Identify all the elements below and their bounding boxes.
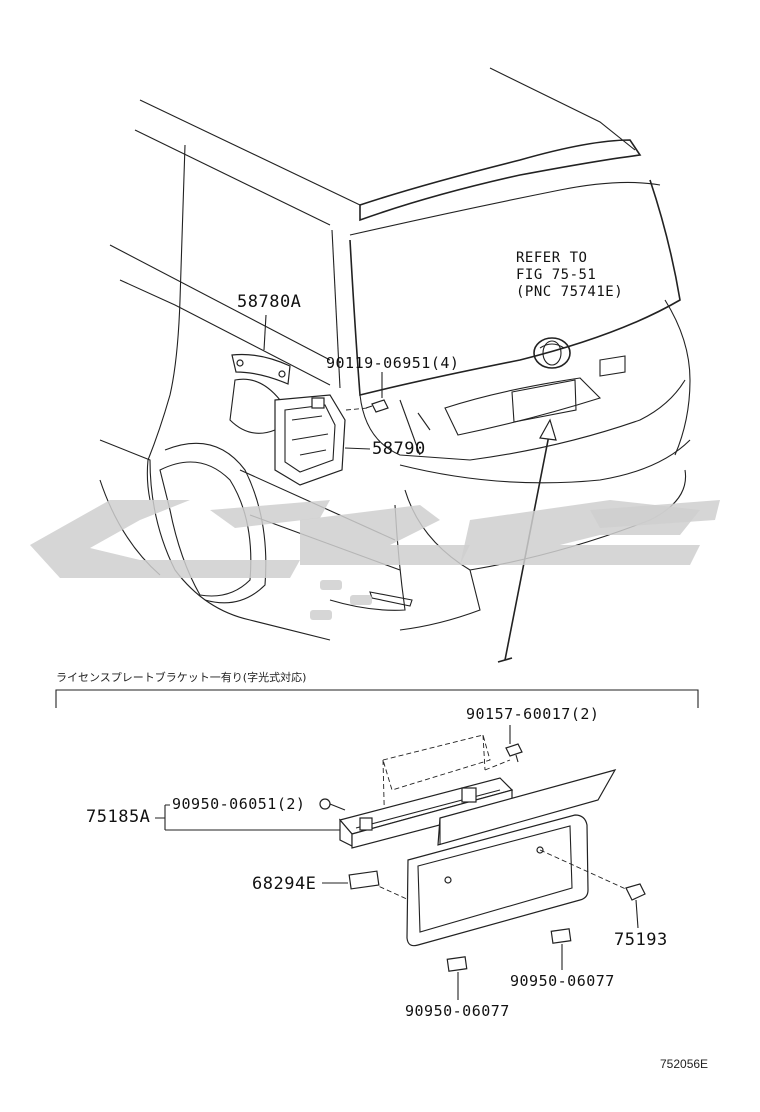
part-90119-screw-shape [365,399,389,413]
callout-75193: 75193 [614,930,668,950]
callout-58790: 58790 [372,439,426,459]
callout-90157-60017: 90157-60017(2) [466,705,600,723]
part-68294e-shape [348,870,380,890]
callout-90950-06077-bottom: 90950-06077 [405,1002,510,1020]
part-75185a-leader [155,804,340,831]
part-90950-06077-right-shape [550,928,572,944]
callout-90950-06077-right: 90950-06077 [510,972,615,990]
figure-number: 752056E [660,1057,709,1071]
part-75193-shape [625,883,646,929]
callout-58780a: 58780A [237,292,302,312]
part-90950-06077-bottom-shape [446,956,468,972]
callout-90119-06951: 90119-06951(4) [326,354,460,372]
part-90950-06051-shape [319,798,331,810]
callout-68294e: 68294E [252,874,317,894]
watermark-logo [30,500,720,620]
refer-note-line-3: (PNC 75741E) [516,284,624,300]
callout-75185a: 75185A [86,807,151,827]
part-75185a-shape [338,777,514,849]
part-58790-shape [274,394,346,486]
section-bracket-line [55,689,699,708]
license-frame-shape [406,769,617,947]
callout-90950-06051: 90950-06051(2) [172,795,306,813]
refer-note-line-1: REFER TO [516,250,588,266]
emblem-icon [533,337,571,369]
part-90157-screw-shape [505,743,523,763]
part-58780a-shape [231,353,291,385]
refer-note-line-2: FIG 75-51 [516,267,597,283]
section-note: ライセンスプレートブラケット一有り(字光式対応) [56,671,307,684]
